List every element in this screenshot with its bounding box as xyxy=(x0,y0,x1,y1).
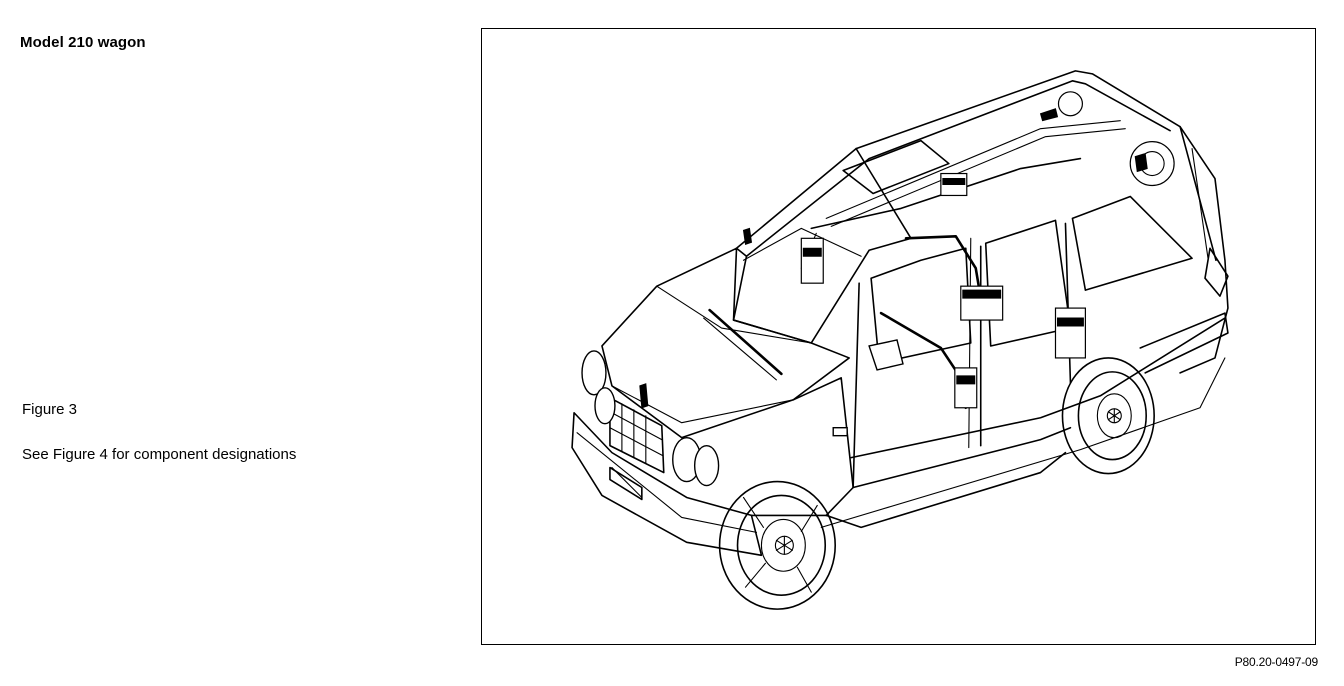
page-title: Model 210 wagon xyxy=(20,34,146,51)
internal-components xyxy=(639,91,1175,410)
figure-note: See Figure 4 for component designations xyxy=(22,446,297,463)
wheels xyxy=(718,357,1155,610)
figure-label: Figure 3 xyxy=(22,401,78,418)
car-diagram xyxy=(571,70,1229,610)
figure-reference-code: P80.20-0497-09 xyxy=(1234,655,1318,669)
figure-frame xyxy=(481,28,1316,645)
car-body-outline xyxy=(571,70,1229,557)
